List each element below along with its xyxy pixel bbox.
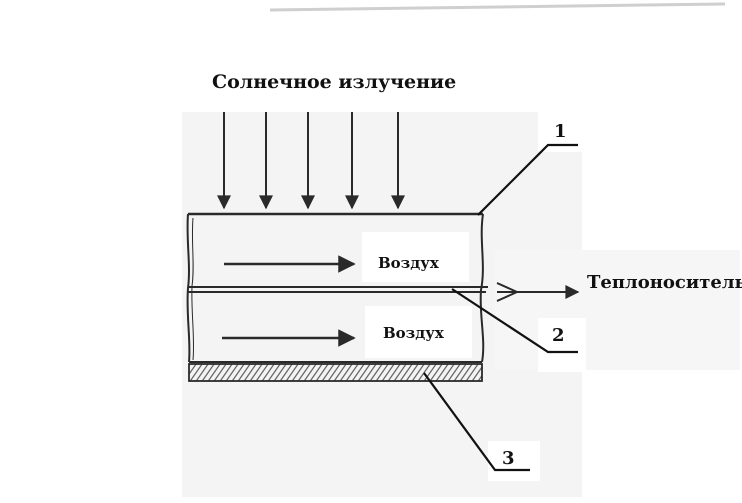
insulation-layer: [188, 363, 483, 382]
callout-leaders: [423, 143, 578, 472]
air-label-bg-lower: [365, 306, 472, 358]
solar-radiation-title: Солнечное излучение: [212, 71, 457, 93]
callout-2-bg: [538, 318, 586, 372]
outlet-paper: [495, 250, 740, 370]
callout-number-1: 1: [554, 121, 567, 142]
air-label-bg-upper: [362, 232, 469, 282]
air-flow-arrows: [222, 255, 356, 347]
air-label-lower: Воздух: [383, 324, 444, 342]
collector-body: [186, 212, 488, 363]
scan-edge: [269, 2, 726, 12]
coolant-label: Теплоноситель: [587, 272, 742, 293]
leader-1: [477, 143, 578, 216]
callout-number-3: 3: [502, 448, 515, 469]
air-label-upper: Воздух: [378, 254, 439, 272]
leader-2: [451, 288, 578, 354]
callout-number-2: 2: [552, 325, 565, 346]
solar-radiation-arrows: [217, 112, 405, 210]
right-wall: [479, 213, 485, 363]
coolant-outlet: [496, 282, 580, 302]
callout-3-bg: [488, 441, 540, 481]
leader-3: [423, 372, 530, 472]
